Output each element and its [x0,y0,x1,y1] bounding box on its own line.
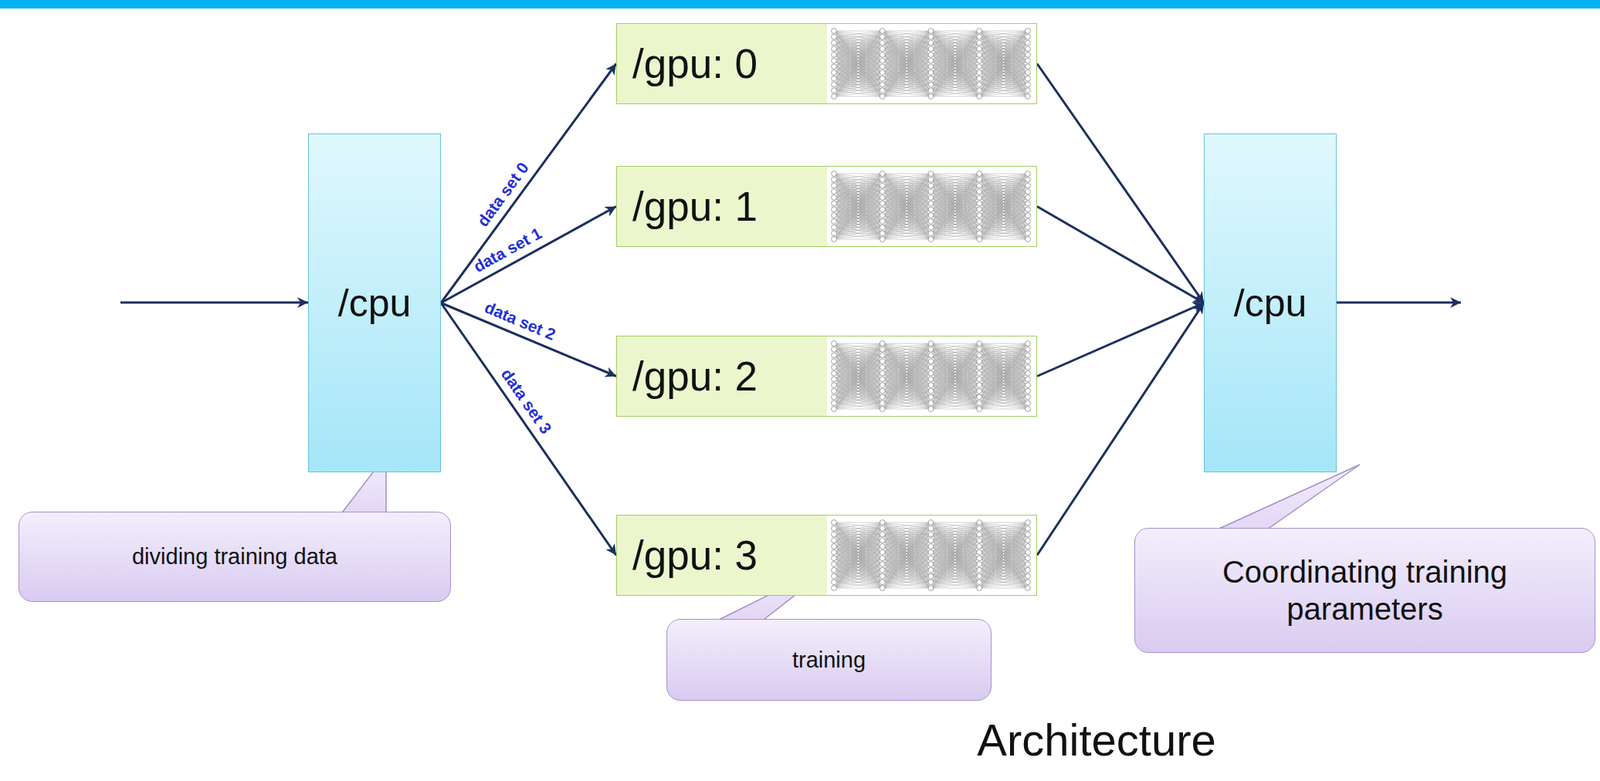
caption: Architecture [976,714,1216,767]
box-label: /gpu: 2 [616,352,758,400]
box-label: /gpu: 1 [616,183,758,231]
callout-box: dividing training data [18,511,451,603]
arrow-connector [440,206,617,304]
callout-box: Coordinating training parameters [1134,528,1596,654]
box-label: /gpu: 3 [616,532,758,580]
edge-label: data set 0 [474,158,534,230]
edge-label: data set 3 [497,365,556,438]
top-bar [0,0,1600,9]
callout-pointer [1213,464,1360,532]
output-arrow [1335,301,1462,305]
gpu-box: /gpu: 1 [616,166,1038,248]
arrow-connector [1037,303,1204,556]
edge-label: data set 2 [481,298,559,345]
input-arrow [120,301,309,305]
cpu-box: /cpu [1203,133,1337,473]
box-label: training [792,647,866,675]
callout-box: training [666,619,992,702]
gpu-box: /gpu: 2 [616,335,1038,417]
gpu-box: /gpu: 3 [616,515,1038,597]
box-label: /cpu [1233,281,1308,326]
box-label: Coordinating training parameters [1149,553,1581,628]
neural-net-illustrations [826,24,1036,595]
arrow-connector [1037,64,1204,304]
arrow-connector [440,64,617,304]
box-label: /gpu: 0 [616,40,758,88]
cpu-box: /cpu [308,133,441,473]
box-label: /cpu [338,281,412,326]
box-label: dividing training data [132,543,338,571]
gpu-box: /gpu: 0 [616,23,1038,105]
edge-label: data set 1 [470,223,545,277]
arrow-connector [1037,206,1204,304]
arrow-connector [440,303,617,556]
